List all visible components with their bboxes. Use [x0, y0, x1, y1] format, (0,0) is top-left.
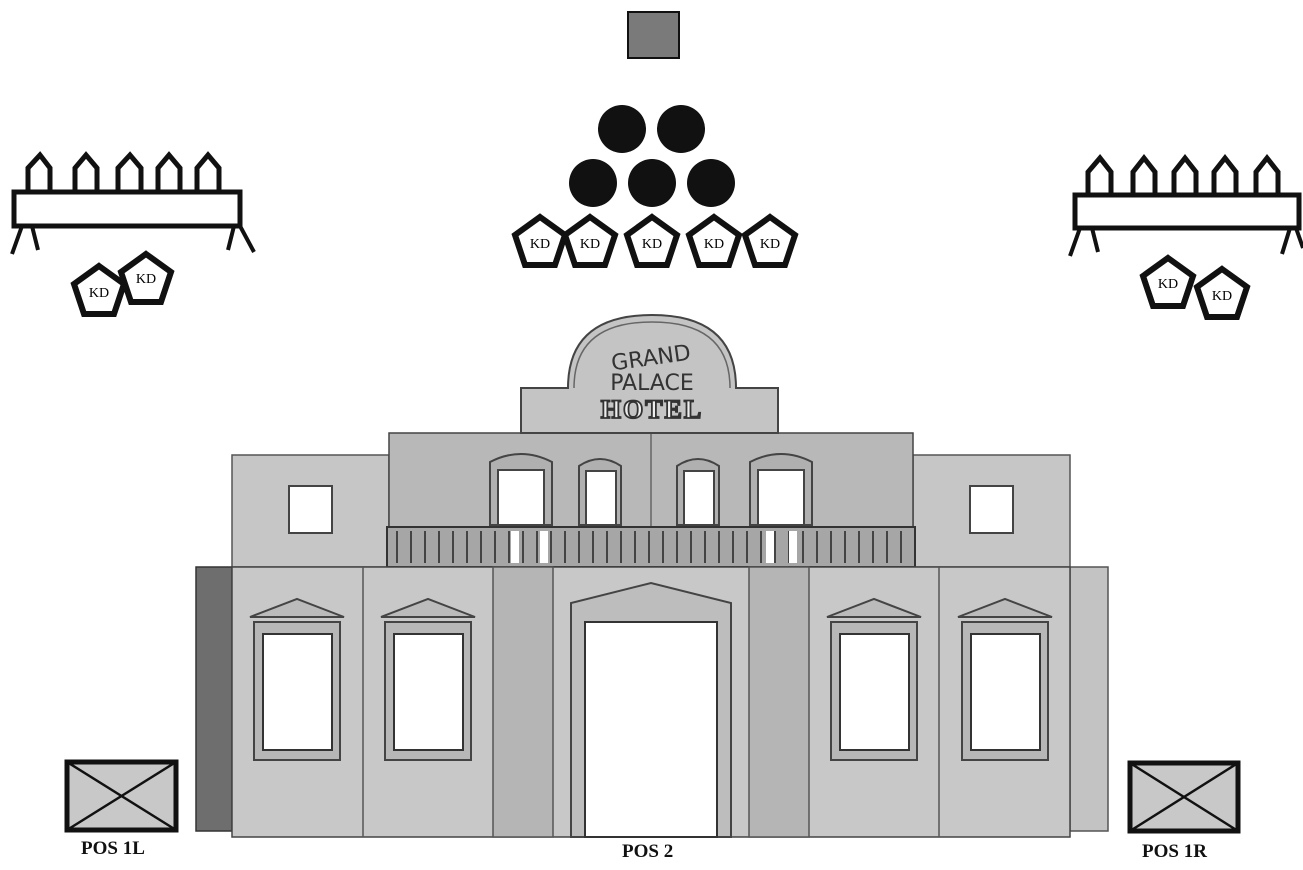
table-leg — [1294, 227, 1303, 249]
kd-label: KD — [530, 237, 550, 252]
lower-window — [380, 597, 476, 761]
chair — [1130, 153, 1158, 195]
table-leg — [1280, 227, 1292, 255]
table-leg — [10, 225, 24, 255]
judges-table-left: KD KD — [10, 151, 256, 317]
chair — [115, 151, 144, 192]
chair — [72, 151, 100, 192]
circle — [687, 159, 735, 207]
chair — [1171, 153, 1199, 195]
hotel-sign — [520, 313, 779, 434]
chair — [1085, 154, 1114, 195]
top-square — [627, 11, 680, 59]
sign-line-3: HOTEL — [601, 395, 703, 424]
side-post-right — [1069, 566, 1109, 832]
doorway — [584, 621, 718, 838]
kd-marker: KD — [561, 213, 619, 268]
table-top — [1072, 192, 1302, 231]
kd-label: KD — [136, 272, 156, 287]
lower-window — [957, 597, 1053, 761]
upper-window — [288, 485, 333, 534]
upper-window — [969, 485, 1014, 534]
table-top — [11, 189, 243, 229]
kd-marker: KD — [1193, 265, 1251, 320]
table-leg — [1090, 227, 1100, 253]
circle — [598, 105, 646, 153]
kd-marker: KD — [511, 213, 569, 268]
kd-marker: KD — [1139, 254, 1197, 309]
kd-label: KD — [580, 237, 600, 252]
position-label-right: POS 1R — [1142, 841, 1207, 862]
circle-group — [569, 105, 735, 207]
side-post-left — [195, 566, 233, 832]
kd-label: KD — [1212, 289, 1232, 304]
kd-label: KD — [642, 237, 662, 252]
kd-label: KD — [704, 237, 724, 252]
circle — [569, 159, 617, 207]
kd-row-center: KD KD KD KD KD — [511, 213, 799, 268]
pillar-left — [492, 566, 554, 838]
pillar-right — [748, 566, 810, 838]
kd-label: KD — [89, 286, 109, 301]
chair — [1253, 153, 1281, 195]
chair — [155, 151, 183, 192]
lower-window — [249, 597, 345, 761]
speaker-box-right — [1127, 760, 1241, 834]
kd-marker: KD — [685, 213, 743, 268]
balcony — [386, 526, 916, 568]
circle — [657, 105, 705, 153]
kd-marker: KD — [117, 250, 175, 305]
table-leg — [226, 225, 236, 251]
sign-line-2: PALACE — [610, 371, 694, 396]
judges-table-right: KD KD — [1068, 153, 1303, 320]
kd-marker: KD — [741, 213, 799, 268]
lower-windows — [249, 597, 1053, 761]
kd-label: KD — [1158, 277, 1178, 292]
chair — [25, 151, 53, 192]
table-leg — [238, 225, 256, 253]
kd-label: KD — [760, 237, 780, 252]
kd-marker: KD — [623, 213, 681, 268]
position-label-center: POS 2 — [622, 841, 674, 862]
lower-window — [826, 597, 922, 761]
table-leg — [1068, 227, 1082, 257]
kd-marker: KD — [70, 262, 128, 317]
position-label-left: POS 1L — [81, 838, 145, 859]
hotel-facade: GRAND PALACE HOTEL — [195, 313, 1109, 838]
table-leg — [30, 225, 40, 251]
chair — [1211, 153, 1239, 195]
chair — [194, 151, 222, 192]
speaker-box-left — [64, 759, 179, 833]
circle — [628, 159, 676, 207]
